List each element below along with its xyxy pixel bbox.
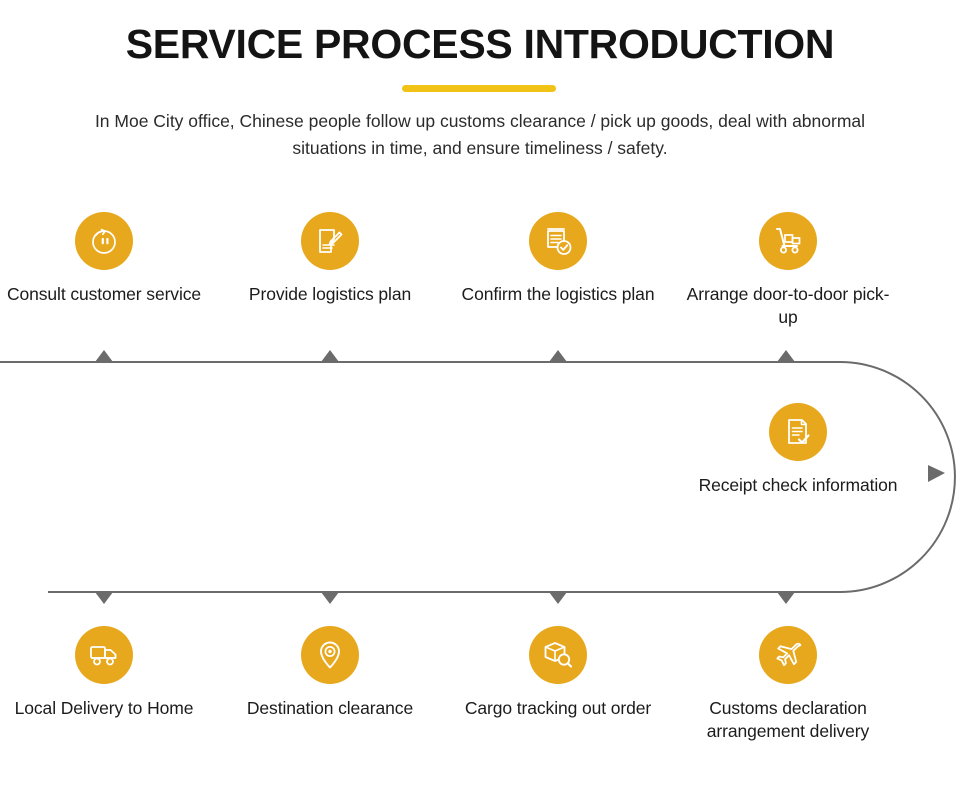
customer-service-icon <box>75 212 133 270</box>
title-underline-rule <box>402 85 556 92</box>
flow-arrow-down-1 <box>95 592 113 604</box>
process-step-destination-clearance[interactable]: Destination clearance <box>220 626 440 720</box>
flow-arrow-up-3 <box>549 350 567 362</box>
flow-arrow-down-2 <box>321 592 339 604</box>
process-step-label: Customs declaration arrangement delivery <box>706 698 870 742</box>
process-step-confirm-logistics-plan[interactable]: Confirm the logistics plan <box>448 212 668 306</box>
flow-arrow-up-4 <box>777 350 795 362</box>
hand-truck-icon <box>759 212 817 270</box>
process-step-label: Confirm the logistics plan <box>461 284 655 304</box>
box-search-icon <box>529 626 587 684</box>
flow-arrow-down-3 <box>549 592 567 604</box>
delivery-truck-icon <box>75 626 133 684</box>
process-step-arrange-pickup[interactable]: Arrange door-to-door pick-up <box>678 212 898 330</box>
flow-arrow-down-4 <box>777 592 795 604</box>
airplane-icon <box>759 626 817 684</box>
process-step-label: Provide logistics plan <box>248 284 412 304</box>
process-step-consult-customer-service[interactable]: Consult customer service <box>0 212 214 306</box>
flow-arrow-right-uturn <box>928 465 945 482</box>
clipboard-check-icon <box>529 212 587 270</box>
process-step-local-delivery-to-home[interactable]: Local Delivery to Home <box>0 626 214 720</box>
map-pin-icon <box>301 626 359 684</box>
process-step-customs-declaration-arrangement-delivery[interactable]: Customs declaration arrangement delivery <box>678 626 898 744</box>
process-step-label: Arrange door-to-door pick-up <box>686 284 890 328</box>
flow-arrow-up-1 <box>95 350 113 362</box>
process-step-label: Consult customer service <box>6 284 202 304</box>
process-step-label: Cargo tracking out order <box>464 698 652 718</box>
process-step-label: Destination clearance <box>246 698 414 718</box>
document-pen-icon <box>301 212 359 270</box>
process-step-label: Receipt check information <box>698 475 898 495</box>
process-step-receipt-check-information[interactable]: Receipt check information <box>688 403 908 497</box>
process-step-label: Local Delivery to Home <box>14 698 194 718</box>
page-subtitle: In Moe City office, Chinese people follo… <box>94 111 866 159</box>
flow-arrow-up-2 <box>321 350 339 362</box>
process-step-cargo-tracking-out-order[interactable]: Cargo tracking out order <box>448 626 668 720</box>
page-title: SERVICE PROCESS INTRODUCTION <box>125 21 835 67</box>
receipt-check-icon <box>769 403 827 461</box>
process-step-provide-logistics-plan[interactable]: Provide logistics plan <box>220 212 440 306</box>
